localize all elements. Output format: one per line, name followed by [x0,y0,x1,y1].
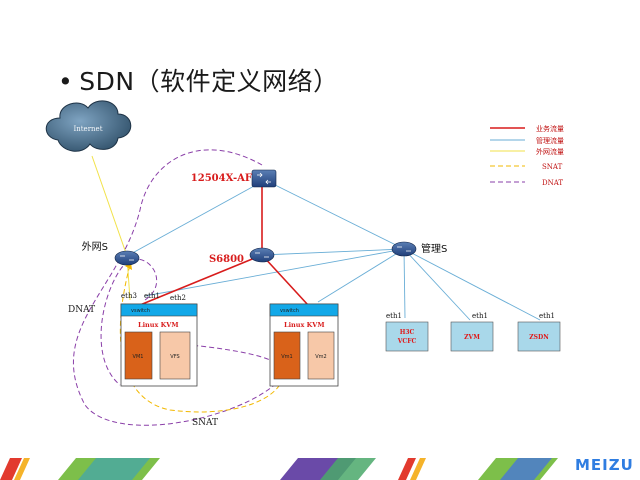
link-core-ext [126,179,266,257]
mgmt-zvm-eth-label: eth1 [472,312,488,320]
legend-label-external: 外网流量 [536,147,564,156]
host2-vswitch [269,303,339,317]
mgmt-box-vcfc-line1: H3C [400,329,415,336]
brand-logo: MEIZU [575,456,634,474]
host2-vm1-label: Vm1 [281,354,292,360]
host1-vm1[interactable] [124,331,153,380]
core-switch-label: 12504X-AF [191,173,252,184]
title-bullet: • [58,67,74,96]
business-links [139,182,309,306]
host1-eth3-label: eth3 [121,292,137,300]
mgmt-box-zvm[interactable]: ZVM eth1 [450,312,494,352]
mgmt-switch-label: 管理S [421,242,447,255]
host1-vm2[interactable] [159,331,191,380]
link-mgmt-vcfc [403,248,406,319]
s6800-switch[interactable]: S6800 [209,247,275,265]
mgmt-vcfc-eth-label: eth1 [386,312,402,320]
mgmt-switch[interactable]: 管理S [391,241,447,257]
mgmt-box-zsdn[interactable]: ZSDN eth1 [517,312,561,352]
link-mgmt-zvm [403,248,471,321]
snat-annotation: SNAT [192,418,218,428]
host1[interactable]: vswitch Linux KVM VM1 VFS eth3 eth1 eth2 [120,292,198,387]
link-s6800-host1 [139,254,263,306]
slide-title: •SDN（软件定义网络） [58,62,339,98]
dnat-annotation: DNAT [68,305,95,315]
decor-stripe-red2 [398,458,416,480]
host2[interactable]: vswitch Linux KVM Vm1 Vm2 [269,303,339,387]
title-text: SDN（软件定义网络） [79,67,339,96]
decor-band-green2 [320,458,376,480]
internet-cloud: Internet [45,100,132,152]
s6800-label: S6800 [209,254,244,265]
host1-vm2-label: VFS [170,354,179,360]
link-internet-ext [91,155,128,257]
link-mgmt-host1 [144,248,405,297]
decor-band-teal [78,458,150,480]
host1-vm1-label: VM1 [133,354,144,360]
legend: 业务流量 管理流量 外网流量 SNAT DNAT [490,124,564,187]
decor-stripe-yellow [14,458,30,480]
host2-vm2[interactable] [307,331,335,380]
ext-switch-label: 外网S [82,241,108,253]
host1-vswitch-label: vswitch [131,308,150,314]
host1-os-label: Linux KVM [138,321,179,329]
legend-label-dnat: DNAT [542,179,563,187]
link-mgmt-zsdn [403,248,541,321]
decor-band-blue [500,458,552,480]
host2-vm2-label: Vm2 [315,354,326,360]
host2-os-label: Linux KVM [284,321,325,329]
host2-vswitch-label: vswitch [280,308,299,314]
decor-stripe-red [0,458,22,480]
link-s6800-mgmt [261,248,405,256]
legend-label-business: 业务流量 [536,124,564,133]
management-links [126,179,541,321]
host1-eth1-label: eth1 [144,292,160,300]
host2-vm1[interactable] [273,331,301,380]
core-switch[interactable]: 12504X-AF [191,169,277,188]
host1-eth2-label: eth2 [170,294,186,302]
link-core-mgmt [264,179,405,250]
mgmt-box-zsdn-label: ZSDN [529,334,549,341]
internet-label: Internet [73,125,102,133]
decor-stripe-yellow2 [410,458,426,480]
mgmt-box-vcfc[interactable]: H3C VCFC eth1 [385,312,429,352]
dnat-path-inner [100,258,158,386]
footer-decor [0,458,558,480]
link-mgmt-host2 [317,248,405,303]
mgmt-box-vcfc-line2: VCFC [397,338,417,345]
mgmt-zsdn-eth-label: eth1 [539,312,555,320]
host1-vswitch [120,303,198,317]
ext-switch[interactable]: 外网S [82,241,140,266]
mgmt-box-zvm-label: ZVM [464,334,480,341]
snat-path [119,264,285,413]
legend-label-snat: SNAT [542,163,563,171]
link-s6800-host2 [261,254,309,306]
legend-label-management: 管理流量 [536,136,564,145]
